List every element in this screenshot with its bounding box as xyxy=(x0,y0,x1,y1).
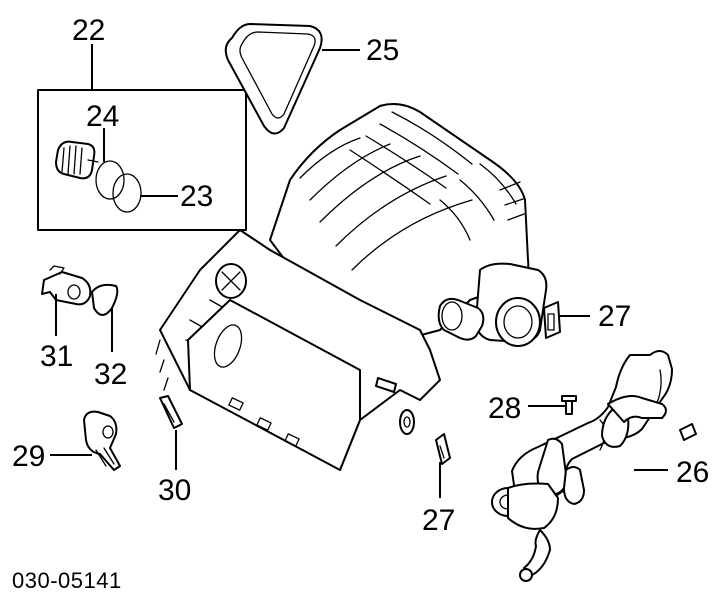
sensor-part-29 xyxy=(83,410,121,471)
label-30: 30 xyxy=(158,474,191,507)
water-pipe-part-26 xyxy=(491,350,697,582)
label-29: 29 xyxy=(12,440,45,473)
label-32: 32 xyxy=(94,358,127,391)
group-22-box xyxy=(37,89,247,231)
label-31: 31 xyxy=(40,340,73,373)
label-27-lower: 27 xyxy=(422,504,455,537)
intake-manifold xyxy=(269,103,548,347)
label-26: 26 xyxy=(676,456,709,489)
engine-cover xyxy=(155,229,441,471)
gasket-part-27-lower xyxy=(435,433,451,465)
gasket-part-27-upper xyxy=(543,301,561,339)
thermostat-part-24 xyxy=(55,140,99,180)
label-23: 23 xyxy=(180,180,213,213)
gasket-part-30 xyxy=(159,395,183,429)
diagram-code: 030-05141 xyxy=(12,568,122,593)
label-25: 25 xyxy=(366,34,399,67)
label-22: 22 xyxy=(72,14,105,47)
gasket-part-25 xyxy=(224,23,323,135)
label-24: 24 xyxy=(86,100,119,133)
housing-part-31 xyxy=(41,265,92,306)
gasket-part-23 xyxy=(95,160,142,213)
label-27-upper: 27 xyxy=(598,300,631,333)
label-28: 28 xyxy=(488,392,521,425)
gasket-part-32 xyxy=(91,283,119,316)
